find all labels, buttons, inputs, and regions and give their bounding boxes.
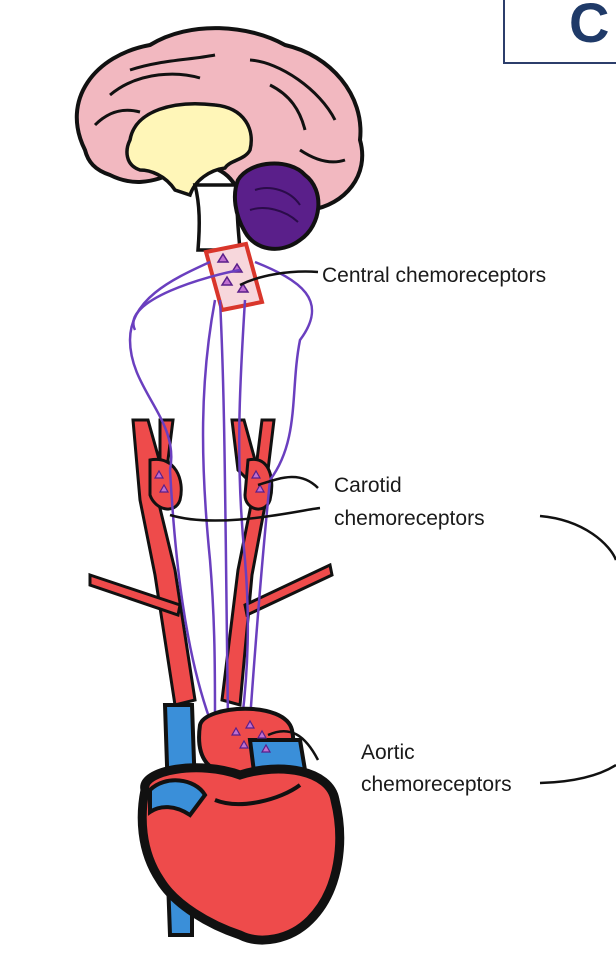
arteries — [88, 418, 334, 707]
aortic-label-line2: chemoreceptors — [361, 773, 512, 796]
leader-lines — [169, 270, 616, 785]
aortic-arrow-line — [539, 763, 616, 785]
central-chemoreceptors-label: Central chemoreceptors — [322, 264, 547, 287]
carotid-arrow-line — [539, 514, 616, 561]
carotid-leader-line-2 — [169, 506, 321, 522]
carotid-leader-line-1 — [257, 475, 319, 489]
carotid-label-line2: chemoreceptors — [334, 507, 485, 530]
aortic-label-line1: Aortic — [361, 741, 415, 764]
receptor-markers — [216, 252, 250, 293]
title-box: C — [503, 0, 616, 64]
title-text: C — [569, 0, 610, 54]
cerebellum — [232, 161, 321, 251]
carotid-label-line1: Carotid — [334, 474, 402, 497]
carotid-receptor-markers — [153, 469, 266, 493]
nerves — [128, 260, 314, 721]
central-leader-line — [239, 270, 319, 287]
central-chemoreceptor-region — [203, 241, 265, 313]
aortic-leader-line — [267, 729, 320, 761]
brain — [74, 26, 365, 252]
aortic-receptor-markers — [230, 719, 272, 753]
corpus-callosum — [125, 102, 253, 198]
heart — [137, 703, 345, 945]
